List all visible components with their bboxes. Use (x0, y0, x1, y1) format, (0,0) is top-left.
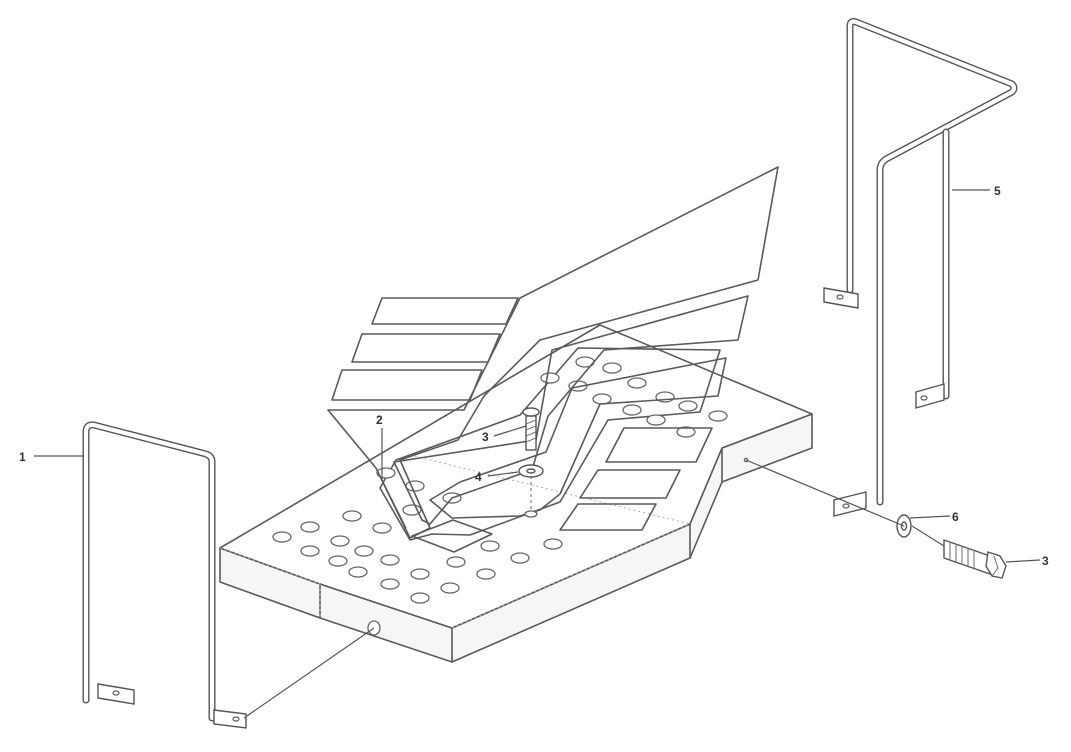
svg-text:4: 4 (475, 470, 482, 484)
svg-text:5: 5 (994, 184, 1001, 198)
right-handrail (823, 18, 1018, 517)
svg-text:1: 1 (19, 450, 26, 464)
callout-2: 2 (376, 413, 407, 529)
callout-6: 6 (909, 510, 959, 524)
svg-text:3: 3 (482, 430, 489, 444)
washer-top (518, 464, 544, 478)
tread-recess (379, 347, 721, 553)
callout-3-right: 3 (1005, 554, 1049, 568)
callout-4: 4 (475, 470, 519, 484)
countersunk-screw-top (522, 407, 540, 518)
callout-3-top: 3 (482, 425, 527, 444)
tread-pad-set (327, 166, 779, 539)
assembly-lines (243, 459, 945, 719)
callout-1: 1 (19, 450, 84, 464)
callout-5: 5 (952, 184, 1001, 198)
svg-text:6: 6 (952, 510, 959, 524)
step-platform (219, 324, 813, 663)
hex-bolt-right (943, 539, 1007, 579)
left-handrail (82, 421, 247, 729)
svg-text:3: 3 (1042, 554, 1049, 568)
svg-text:2: 2 (376, 413, 383, 427)
